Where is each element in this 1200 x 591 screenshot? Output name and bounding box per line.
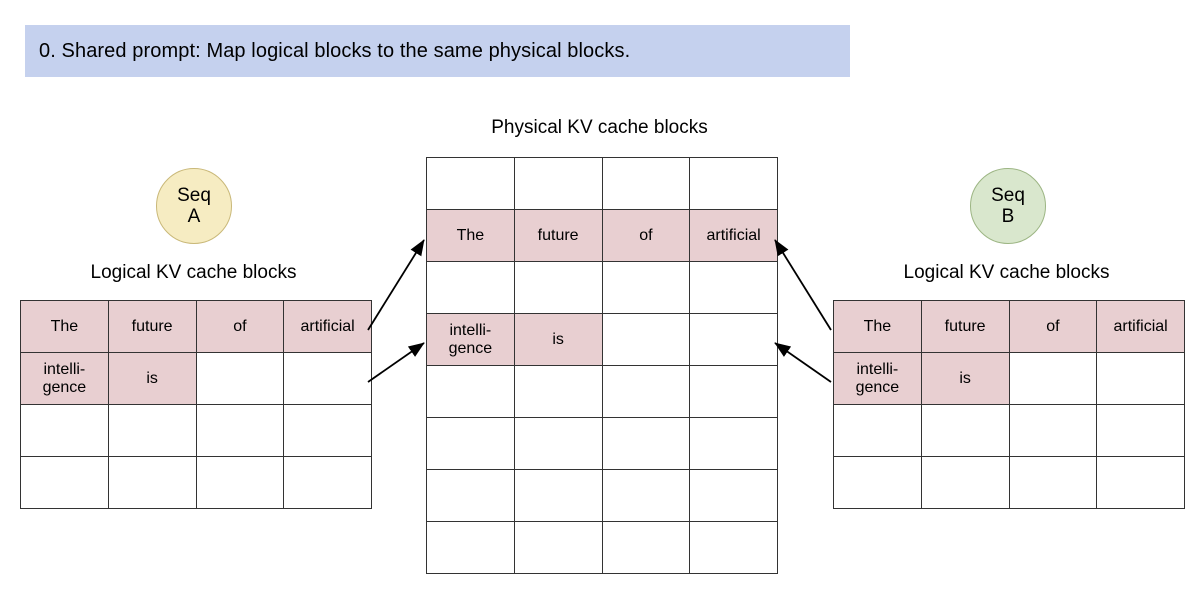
empty-block bbox=[1096, 404, 1185, 457]
empty-block bbox=[920, 404, 1010, 457]
empty-block bbox=[283, 352, 372, 405]
empty-block bbox=[107, 404, 197, 457]
block-row bbox=[426, 261, 778, 314]
empty-block bbox=[601, 157, 691, 210]
token-block: artificial bbox=[283, 300, 372, 353]
block-row bbox=[426, 469, 778, 522]
arrow-right-row2-to-physical-row4 bbox=[774, 342, 832, 383]
token-block: future bbox=[920, 300, 1010, 353]
empty-block bbox=[689, 157, 778, 210]
empty-block bbox=[513, 417, 603, 470]
token-block: future bbox=[513, 209, 603, 262]
token-block: The bbox=[833, 300, 922, 353]
token-block: artificial bbox=[1096, 300, 1185, 353]
block-row bbox=[426, 157, 778, 210]
empty-block bbox=[426, 469, 515, 522]
empty-block bbox=[1008, 404, 1098, 457]
shared-prompt-banner: 0. Shared prompt: Map logical blocks to … bbox=[25, 25, 850, 77]
logical-blocks-caption-left: Logical KV cache blocks bbox=[90, 262, 297, 283]
empty-block bbox=[283, 456, 372, 509]
empty-block bbox=[513, 261, 603, 314]
seq-b-label-line2: B bbox=[1001, 206, 1015, 227]
token-block: artificial bbox=[689, 209, 778, 262]
empty-block bbox=[513, 469, 603, 522]
token-block: intelli-gence bbox=[426, 313, 515, 366]
empty-block bbox=[601, 417, 691, 470]
empty-block bbox=[283, 404, 372, 457]
empty-block bbox=[689, 365, 778, 418]
token-block: is bbox=[513, 313, 603, 366]
empty-block bbox=[513, 365, 603, 418]
empty-block bbox=[689, 469, 778, 522]
empty-block bbox=[426, 521, 515, 574]
empty-block bbox=[833, 456, 922, 509]
empty-block bbox=[689, 261, 778, 314]
empty-block bbox=[426, 261, 515, 314]
token-block: intelli-gence bbox=[20, 352, 109, 405]
empty-block bbox=[20, 404, 109, 457]
empty-block bbox=[601, 365, 691, 418]
token-block: of bbox=[195, 300, 285, 353]
empty-block bbox=[601, 261, 691, 314]
seq-b-badge: Seq B bbox=[970, 168, 1046, 244]
empty-block bbox=[426, 417, 515, 470]
token-block: of bbox=[601, 209, 691, 262]
block-row bbox=[426, 365, 778, 418]
block-row bbox=[20, 404, 372, 457]
empty-block bbox=[689, 521, 778, 574]
empty-block bbox=[601, 469, 691, 522]
block-row bbox=[833, 404, 1185, 457]
token-block: of bbox=[1008, 300, 1098, 353]
empty-block bbox=[920, 456, 1010, 509]
empty-block bbox=[833, 404, 922, 457]
empty-block bbox=[195, 456, 285, 509]
empty-block bbox=[601, 313, 691, 366]
empty-block bbox=[601, 521, 691, 574]
empty-block bbox=[20, 456, 109, 509]
seq-b-label-line1: Seq bbox=[991, 184, 1025, 206]
token-block: is bbox=[920, 352, 1010, 405]
empty-block bbox=[1008, 456, 1098, 509]
empty-block bbox=[689, 313, 778, 366]
empty-block bbox=[689, 417, 778, 470]
block-row bbox=[20, 456, 372, 509]
token-block: The bbox=[426, 209, 515, 262]
empty-block bbox=[1008, 352, 1098, 405]
block-row bbox=[833, 456, 1185, 509]
empty-block bbox=[426, 157, 515, 210]
token-block: is bbox=[107, 352, 197, 405]
empty-block bbox=[1096, 456, 1185, 509]
seq-a-label-line1: Seq bbox=[177, 184, 211, 206]
shared-prompt-text: 0. Shared prompt: Map logical blocks to … bbox=[39, 39, 631, 62]
token-block: future bbox=[107, 300, 197, 353]
empty-block bbox=[195, 352, 285, 405]
token-block: The bbox=[20, 300, 109, 353]
arrow-left-row1-to-physical-row2 bbox=[367, 239, 425, 331]
empty-block bbox=[426, 365, 515, 418]
logical-blocks-caption-right: Logical KV cache blocks bbox=[903, 262, 1110, 283]
token-block: intelli-gence bbox=[833, 352, 922, 405]
empty-block bbox=[195, 404, 285, 457]
empty-block bbox=[513, 521, 603, 574]
physical-blocks-caption: Physical KV cache blocks bbox=[491, 117, 708, 138]
block-row bbox=[426, 521, 778, 574]
block-row bbox=[426, 417, 778, 470]
seq-a-label-line2: A bbox=[187, 206, 201, 227]
empty-block bbox=[107, 456, 197, 509]
empty-block bbox=[513, 157, 603, 210]
arrow-left-row2-to-physical-row4 bbox=[367, 342, 425, 383]
seq-a-badge: Seq A bbox=[156, 168, 232, 244]
empty-block bbox=[1096, 352, 1185, 405]
arrow-right-row1-to-physical-row2 bbox=[774, 239, 832, 331]
